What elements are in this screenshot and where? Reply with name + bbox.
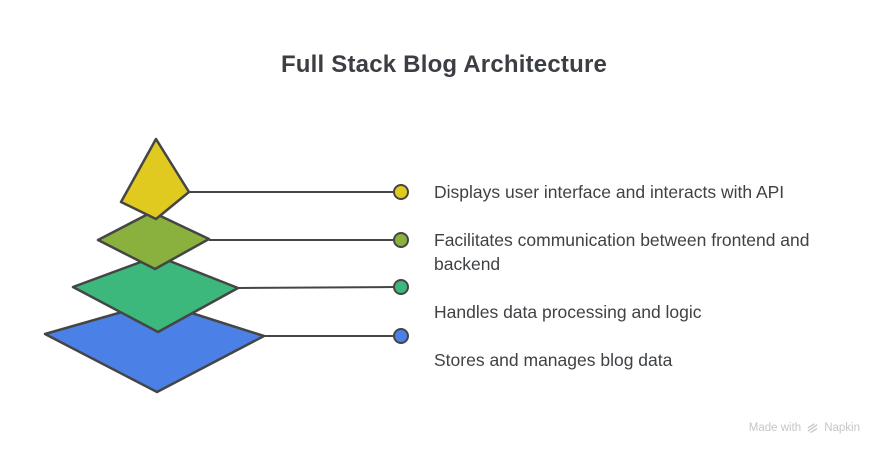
watermark-made-with-text: Made with [748,421,802,434]
layer-label-database: Stores and manages blog data [434,350,673,370]
marker-dot-2 [393,232,409,248]
marker-dot-4 [393,328,409,344]
pyramid-layer-database [43,300,266,394]
watermark: Made with Napkin [749,421,860,434]
pyramid-layer-backend [71,254,240,334]
layer-label-frontend: Displays user interface and interacts wi… [434,182,785,202]
watermark-brand-text: Napkin [824,421,860,434]
connector-line-3 [237,286,395,289]
layer-label-backend: Handles data processing and logic [434,302,702,322]
marker-dot-3 [393,279,409,295]
pyramid-layer-frontend [119,137,191,221]
layer-label-api: Facilitates communication between fronte… [434,230,810,274]
page-title: Full Stack Blog Architecture [280,51,608,78]
pyramid-layer-api [96,210,211,271]
marker-dot-1 [393,184,409,200]
napkin-logo-icon [807,423,818,434]
